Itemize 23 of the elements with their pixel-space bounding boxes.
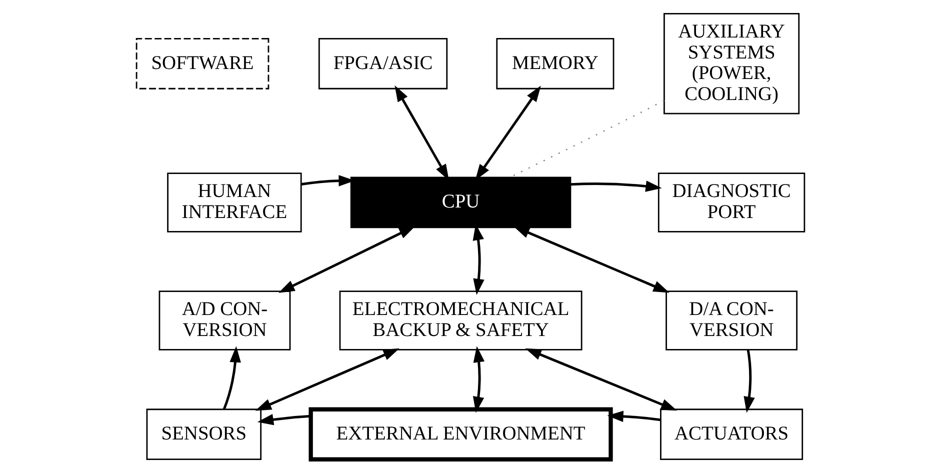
- node-box: A/D CON- VERSION: [158, 290, 290, 350]
- node-box: SOFTWARE: [135, 38, 269, 90]
- arrow: [606, 410, 660, 422]
- arrow: [472, 346, 484, 413]
- arrow: [254, 348, 399, 411]
- node-box: SENSORS: [146, 408, 262, 460]
- arrow: [524, 348, 677, 411]
- node-box: CPU: [350, 176, 571, 228]
- arrow: [743, 350, 754, 413]
- node-box: D/A CON- VERSION: [665, 290, 797, 350]
- node-box: AUXILIARY SYSTEMS (POWER, COOLING): [663, 12, 800, 114]
- node-box: EXTERNAL ENVIRONMENT: [308, 407, 612, 462]
- node-box: FPGA/ASIC: [318, 38, 448, 90]
- arrow: [570, 180, 662, 192]
- arrow: [222, 346, 240, 410]
- arrow: [512, 226, 669, 293]
- node-box: HUMAN INTERFACE: [166, 172, 302, 232]
- node-box: ACTUATORS: [660, 408, 803, 460]
- arrow: [256, 414, 310, 426]
- node-box: MEMORY: [496, 38, 614, 90]
- node-box: DIAGNOSTIC PORT: [657, 172, 805, 232]
- node-box: ELECTROMECHANICAL BACKUP & SAFETY: [338, 290, 582, 350]
- arrow: [278, 226, 415, 293]
